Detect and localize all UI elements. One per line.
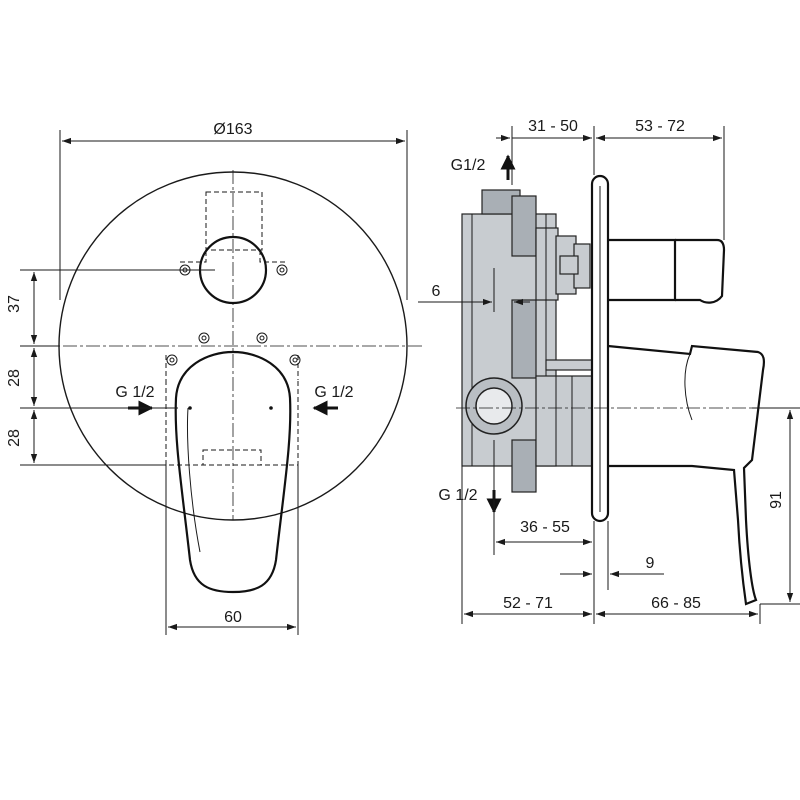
mixer-lever [174, 350, 292, 594]
dim-36-55: 36 - 55 [493, 440, 592, 555]
inlet-right-label: G 1/2 [314, 384, 353, 401]
inlet-left: G 1/2 [115, 384, 155, 416]
dim-6: 6 [418, 268, 530, 312]
outlet-bottom: G 1/2 [438, 487, 502, 514]
dim-36-55-label: 36 - 55 [520, 519, 570, 536]
concealed-body [461, 189, 593, 493]
dim-37-label: 37 [6, 295, 23, 313]
outlet-top: G1/2 [451, 154, 516, 180]
dim-28-lower-label: 28 [6, 429, 23, 447]
outlet-top-label: G1/2 [451, 157, 486, 174]
inlet-right: G 1/2 [312, 384, 354, 416]
vertical-dimensions: 37 28 28 [6, 269, 215, 466]
dim-53-72-label: 53 - 72 [635, 118, 685, 135]
dim-91: 91 [752, 407, 800, 605]
side-view: 31 - 50 53 - 72 G1/2 [418, 118, 800, 624]
top-dimensions: 31 - 50 53 - 72 [496, 118, 725, 240]
diameter-label: Ø163 [213, 121, 252, 138]
dim-31-50-label: 31 - 50 [528, 118, 578, 135]
dim-60-label: 60 [224, 609, 242, 626]
lever-side-profile [607, 344, 766, 606]
dim-9-label: 9 [646, 555, 655, 572]
diameter-dimension: Ø163 [59, 121, 408, 300]
bottom-dimensions: 52 - 71 66 - 85 [461, 466, 761, 624]
front-view: Ø163 [6, 121, 425, 635]
dim-66-85-label: 66 - 85 [651, 595, 701, 612]
dim-52-71-label: 52 - 71 [503, 595, 553, 612]
dim-91-label: 91 [768, 491, 785, 509]
outlet-bottom-label: G 1/2 [438, 487, 477, 504]
diverter-knob [608, 238, 726, 304]
hidden-body-outline [165, 191, 299, 466]
inlet-left-label: G 1/2 [115, 384, 154, 401]
dim-28-upper-label: 28 [6, 369, 23, 387]
mounting-screws [166, 264, 301, 366]
dim-9: 9 [560, 521, 664, 590]
width-dimension: 60 [165, 465, 299, 635]
dim-6-label: 6 [432, 283, 441, 300]
